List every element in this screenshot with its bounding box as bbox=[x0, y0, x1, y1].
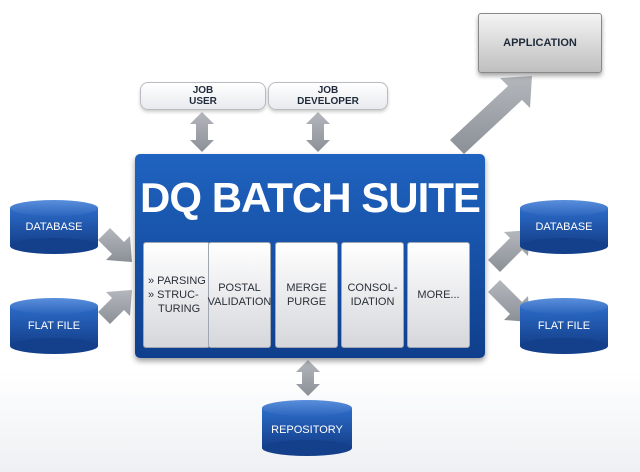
module-consol-line-2: IDATION bbox=[350, 296, 395, 308]
right-flatfile-cylinder bbox=[520, 298, 608, 354]
module-merge-line-2: PURGE bbox=[286, 296, 327, 308]
right-database-cylinder bbox=[520, 200, 608, 254]
job-user-line-1: JOB bbox=[192, 85, 214, 96]
job-developer-line-1: JOB bbox=[317, 85, 339, 96]
module-parsing: » PARSING » STRUC- TURING bbox=[143, 242, 210, 348]
automation-arrow bbox=[450, 76, 532, 154]
module-parsing-line-1: » PARSING bbox=[148, 275, 206, 287]
left-flatfile-label: FLAT FILE bbox=[27, 320, 81, 332]
left-flatfile-arrow bbox=[98, 290, 132, 324]
job-user-box: JOB USER bbox=[140, 82, 266, 110]
module-more: MORE... bbox=[407, 242, 470, 348]
left-flatfile-cylinder bbox=[10, 298, 98, 354]
module-merge-purge: MERGE PURGE bbox=[275, 242, 338, 348]
job-developer-line-2: DEVELOPER bbox=[297, 96, 359, 107]
left-database-arrow bbox=[98, 228, 132, 262]
module-merge-line-1: MERGE bbox=[286, 282, 327, 294]
application-label: APPLICATION bbox=[503, 37, 577, 49]
job-developer-box: JOB DEVELOPER bbox=[268, 82, 388, 110]
module-more-line-1: MORE... bbox=[417, 289, 460, 301]
module-parsing-line-3: TURING bbox=[158, 303, 201, 315]
right-database-arrow bbox=[488, 230, 530, 272]
module-postal-line-1: POSTAL bbox=[218, 282, 261, 294]
job-developer-arrow bbox=[306, 112, 330, 152]
module-consolidation: CONSOL- IDATION bbox=[341, 242, 404, 348]
module-postal-line-2: VALIDATION bbox=[207, 296, 272, 308]
repository-arrow bbox=[296, 360, 320, 396]
module-consol-line-1: CONSOL- bbox=[347, 282, 398, 294]
application-box: APPLICATION bbox=[478, 13, 602, 73]
repository-label: REPOSITORY bbox=[271, 424, 343, 436]
left-database-label: DATABASE bbox=[25, 221, 83, 233]
right-database-label: DATABASE bbox=[535, 221, 593, 233]
module-postal-validation: POSTAL VALIDATION bbox=[208, 242, 271, 348]
right-flatfile-label: FLAT FILE bbox=[537, 320, 591, 332]
repository-cylinder bbox=[262, 400, 352, 456]
job-user-line-2: USER bbox=[189, 96, 217, 107]
dq-batch-suite-panel: DQ BATCH SUITE » PARSING » STRUC- TURING… bbox=[135, 154, 485, 358]
module-parsing-line-2: » STRUC- bbox=[148, 289, 199, 301]
left-database-cylinder bbox=[10, 200, 98, 254]
right-flatfile-arrow bbox=[488, 280, 530, 322]
job-user-arrow bbox=[190, 112, 214, 152]
suite-title: DQ BATCH SUITE bbox=[140, 174, 481, 221]
